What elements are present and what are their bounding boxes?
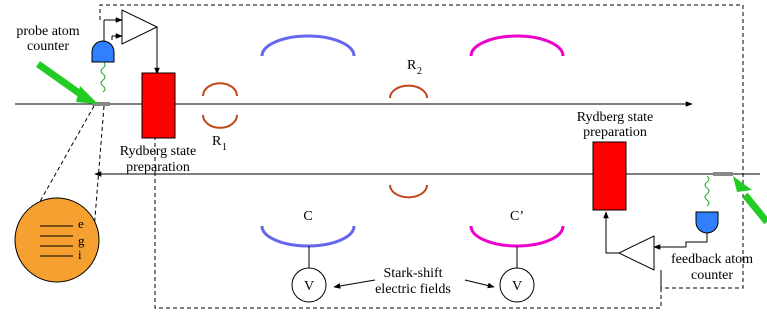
voltage-source-right: V	[499, 246, 535, 303]
feedback-atom-slit	[713, 172, 733, 176]
cavity-c-prime-label: C’	[510, 209, 524, 224]
svg-text:R: R	[212, 134, 222, 149]
svg-text:1: 1	[222, 142, 227, 153]
voltage-left-label: V	[304, 279, 314, 294]
stark-arrow-right	[464, 279, 495, 289]
rydberg-prep-right-box	[592, 141, 627, 211]
probe-amplifier-triangle	[103, 9, 160, 75]
stark-label-1: Stark-shift	[383, 266, 442, 281]
rydberg-prep-left-box	[141, 72, 176, 139]
stark-label-2: electric fields	[375, 282, 451, 297]
level-e-label: e	[78, 216, 84, 231]
svg-text:R: R	[407, 58, 417, 73]
feedback-amplifier-triangle	[603, 211, 686, 288]
cavity-c-label: C	[303, 209, 312, 224]
r2-label: R 2	[407, 58, 422, 77]
probe-counter-label-2: counter	[27, 39, 69, 54]
feedback-counter-label-2: counter	[691, 268, 733, 283]
feedback-counter-label-1: feedback atom	[671, 252, 753, 267]
r1-label: R 1	[212, 134, 227, 153]
probe-counter-label-1: probe atom	[16, 24, 79, 39]
voltage-source-left: V	[291, 246, 327, 303]
stark-arrow-left	[333, 279, 376, 289]
rydberg-right-label-2: preparation	[583, 125, 647, 140]
cavity-c-mirrors	[260, 34, 356, 248]
atom-levels-inset: e g i	[14, 105, 105, 283]
ramsey-zone-r2	[389, 84, 428, 199]
voltage-right-label: V	[512, 279, 522, 294]
rydberg-left-label-1: Rydberg state	[120, 144, 197, 159]
probe-detector	[91, 30, 115, 93]
ramsey-zone-r1	[202, 82, 238, 129]
probe-atom-slit	[92, 102, 110, 106]
rydberg-left-label-2: preparation	[126, 160, 190, 175]
svg-text:2: 2	[417, 66, 422, 77]
probe-laser-beam	[35, 61, 98, 104]
feedback-detector	[685, 175, 719, 247]
level-i-label: i	[78, 247, 82, 262]
level-g-label: g	[78, 233, 85, 248]
rydberg-right-label-1: Rydberg state	[577, 110, 654, 125]
feedback-laser-beam	[733, 176, 767, 225]
